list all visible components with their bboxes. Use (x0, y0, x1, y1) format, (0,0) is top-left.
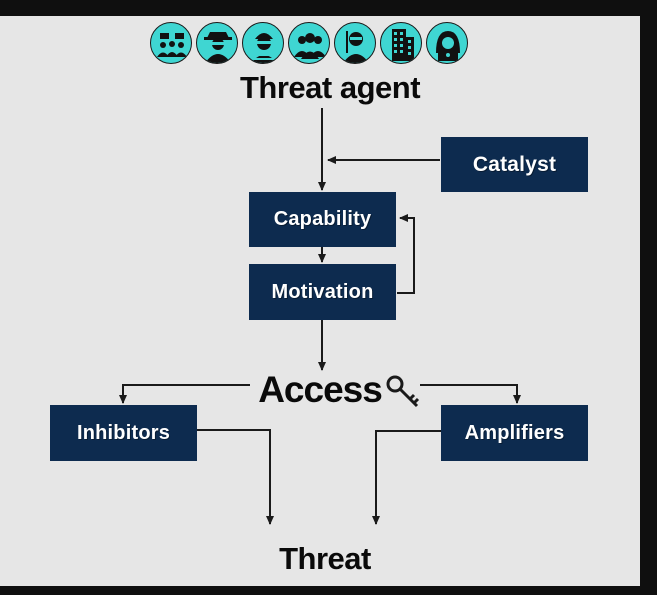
amplifiers-box: Amplifiers (441, 405, 588, 461)
team-icon (288, 22, 330, 64)
catalyst-box: Catalyst (441, 137, 588, 192)
right-frame-bar (640, 0, 657, 595)
capability-box: Capability (249, 192, 396, 247)
office-building-icon (380, 22, 422, 64)
protest-group-icon (150, 22, 192, 64)
key-icon (386, 375, 420, 408)
terrorist-icon (334, 22, 376, 64)
threat-label: Threat (279, 541, 371, 576)
bottom-frame-bar (0, 586, 657, 595)
hacker-icon (426, 22, 468, 64)
inhibitors-box: Inhibitors (50, 405, 197, 461)
threat-agent-title: Threat agent (240, 70, 421, 105)
motivation-box: Motivation (249, 264, 396, 320)
burglar-icon (242, 22, 284, 64)
access-label: Access (258, 369, 383, 410)
top-frame-bar (0, 0, 657, 16)
spy-icon (196, 22, 238, 64)
threat-agent-icons (150, 22, 468, 64)
